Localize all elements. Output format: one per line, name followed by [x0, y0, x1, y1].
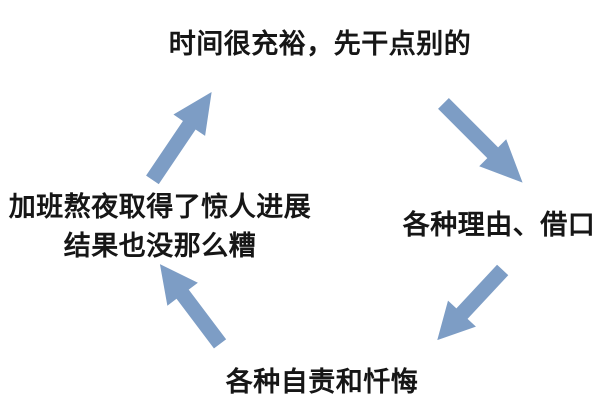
arrow-down-right-icon [438, 98, 523, 183]
arrow-down-left-icon [437, 264, 509, 341]
arrow-up-left-icon [159, 264, 227, 349]
node-left-line2: 结果也没那么糟 [63, 231, 257, 261]
node-right-label: 各种理由、借口 [402, 210, 596, 240]
node-left-line1: 加班熬夜取得了惊人进展 [8, 192, 312, 222]
node-bottom-label: 各种自责和忏悔 [225, 367, 419, 397]
node-top-label: 时间很充裕，先干点别的 [168, 29, 472, 59]
node-left-label: 加班熬夜取得了惊人进展 结果也没那么糟 [9, 188, 312, 266]
arrow-up-right-icon [146, 92, 212, 185]
